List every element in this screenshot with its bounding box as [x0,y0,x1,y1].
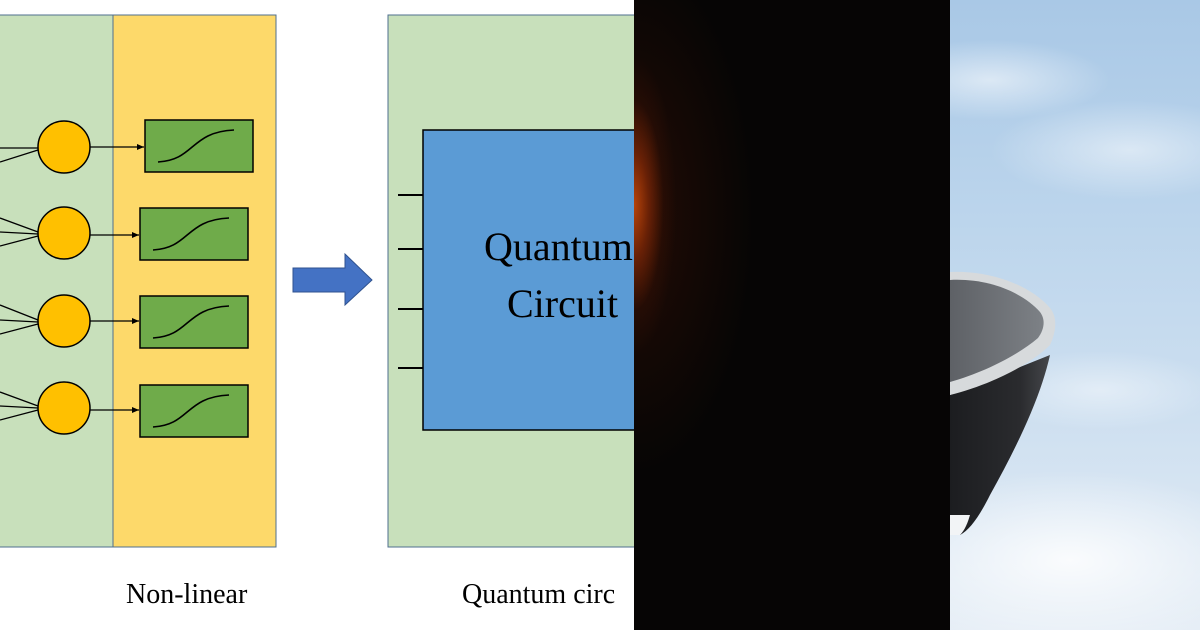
neuron-3 [37,294,91,348]
qubit-wires [398,194,423,369]
quantum-circuit-label-line2: Circuit [507,281,618,326]
neuron-2 [37,206,91,260]
linear-layer-panel [0,14,114,548]
nonlinear-layer-panel [112,14,277,548]
network-connections [0,147,39,421]
quantum-circuit-caption: Quantum circ [462,579,615,610]
dark-photo-panel [634,0,950,630]
sky-photo-panel [950,0,1200,630]
object-highlight [950,515,970,535]
neuron-1 [37,120,91,174]
object-top [950,279,1044,382]
nonlinear-caption: Non-linear [126,579,248,610]
diagram-svg: Quantum Circuit Non-linear Quantum circ [0,14,634,610]
activation-arrows [90,144,144,413]
right-arrow-icon [292,252,373,307]
diagram-panel: Quantum Circuit Non-linear Quantum circ [0,14,634,610]
sigmoid-activation-icon [139,207,249,261]
quantum-circuit-label-line1: Quantum [484,224,633,269]
sigmoid-activation-icon [144,119,254,173]
sigmoid-activation-icon [139,295,249,349]
neuron-4 [37,381,91,435]
sigmoid-activation-icon [139,384,249,438]
dark-object-svg [950,271,1056,535]
object-body [950,355,1050,535]
quantum-circuit-box [422,129,634,431]
